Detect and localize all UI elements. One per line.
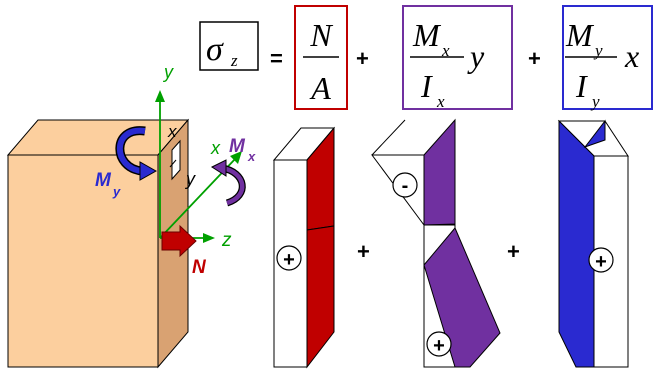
bend-y-stress-block [558, 119, 595, 368]
z-axis-arrowhead [203, 233, 215, 243]
bend-y-numerator-sub: y [593, 41, 603, 60]
moment-x-label-sub: x [247, 149, 256, 164]
bend-x-denominator: I [420, 68, 433, 104]
bend-x-stress-upper [423, 118, 456, 226]
normal-force-arrow [161, 224, 197, 258]
moment-x-label: M [229, 136, 246, 157]
bend-x-plus-sign: + [433, 335, 445, 357]
diagram-plus-1: + [357, 239, 370, 264]
y-axis-label: y [162, 62, 174, 82]
sigma-subscript: z [230, 51, 238, 70]
bend-y-term-box [562, 5, 653, 110]
moment-y-arrowhead [139, 161, 158, 181]
axial-plus-sign: + [283, 249, 295, 271]
column-top-face [6, 119, 190, 156]
sigma-box [199, 21, 259, 71]
column: x y y x z N M y M x [6, 62, 256, 369]
bend-y-stress-diagram: + [557, 119, 629, 368]
normal-force-label: N [192, 257, 207, 278]
bend-y-plus-sign: + [595, 251, 607, 273]
bend-y-denominator: I [575, 68, 588, 104]
moment-x-arrow [221, 165, 245, 206]
bend-x-plus-circle [426, 331, 452, 357]
axial-plus-circle [276, 245, 302, 271]
axial-numerator: N [309, 17, 333, 53]
axial-denominator: A [309, 70, 331, 106]
bend-y-denominator-sub: y [590, 92, 600, 111]
axial-stress-block-lower [306, 225, 335, 369]
bend-x-stress-diagram: - + [371, 118, 501, 368]
y-axis-arrowhead [155, 90, 165, 102]
bend-y-numerator: M [565, 17, 595, 53]
bend-x-top-edge [371, 119, 406, 156]
section-y-label: y [184, 169, 196, 189]
bend-y-stress-top [583, 119, 606, 149]
plus-sign-1: + [356, 46, 369, 71]
section-x-label: x [167, 122, 177, 141]
bend-y-factor: x [624, 38, 639, 74]
z-axis-label: z [221, 230, 232, 251]
x-axis-arrowhead [230, 151, 242, 164]
moment-x-arrowhead [210, 159, 227, 177]
column-front-face [7, 154, 159, 368]
axial-stress-diagram: + [272, 126, 336, 369]
bend-x-term-box [402, 5, 513, 110]
bend-x-minus-circle [392, 172, 418, 198]
moment-y-label: M [95, 170, 112, 191]
x-axis-label: x [210, 138, 221, 158]
section-sketch-line [169, 159, 177, 168]
axial-term-box [294, 5, 348, 110]
diagram-plus-2: + [507, 239, 520, 264]
bend-x-numerator-sub: x [441, 41, 450, 60]
bend-x-minus-sign: - [402, 175, 409, 197]
plus-sign-2: + [528, 46, 541, 71]
formula: σ z = N A + M x I x y + M y I y x [199, 5, 653, 111]
bend-x-numerator: M [412, 17, 442, 53]
moment-y-arrow [116, 127, 146, 174]
moment-y-label-sub: y [112, 184, 121, 199]
sigma-symbol: σ [206, 31, 224, 68]
bend-x-factor: y [467, 38, 485, 74]
bend-y-plus-circle [588, 247, 614, 273]
equals-sign: = [270, 46, 283, 71]
bend-x-denominator-sub: x [436, 92, 445, 111]
